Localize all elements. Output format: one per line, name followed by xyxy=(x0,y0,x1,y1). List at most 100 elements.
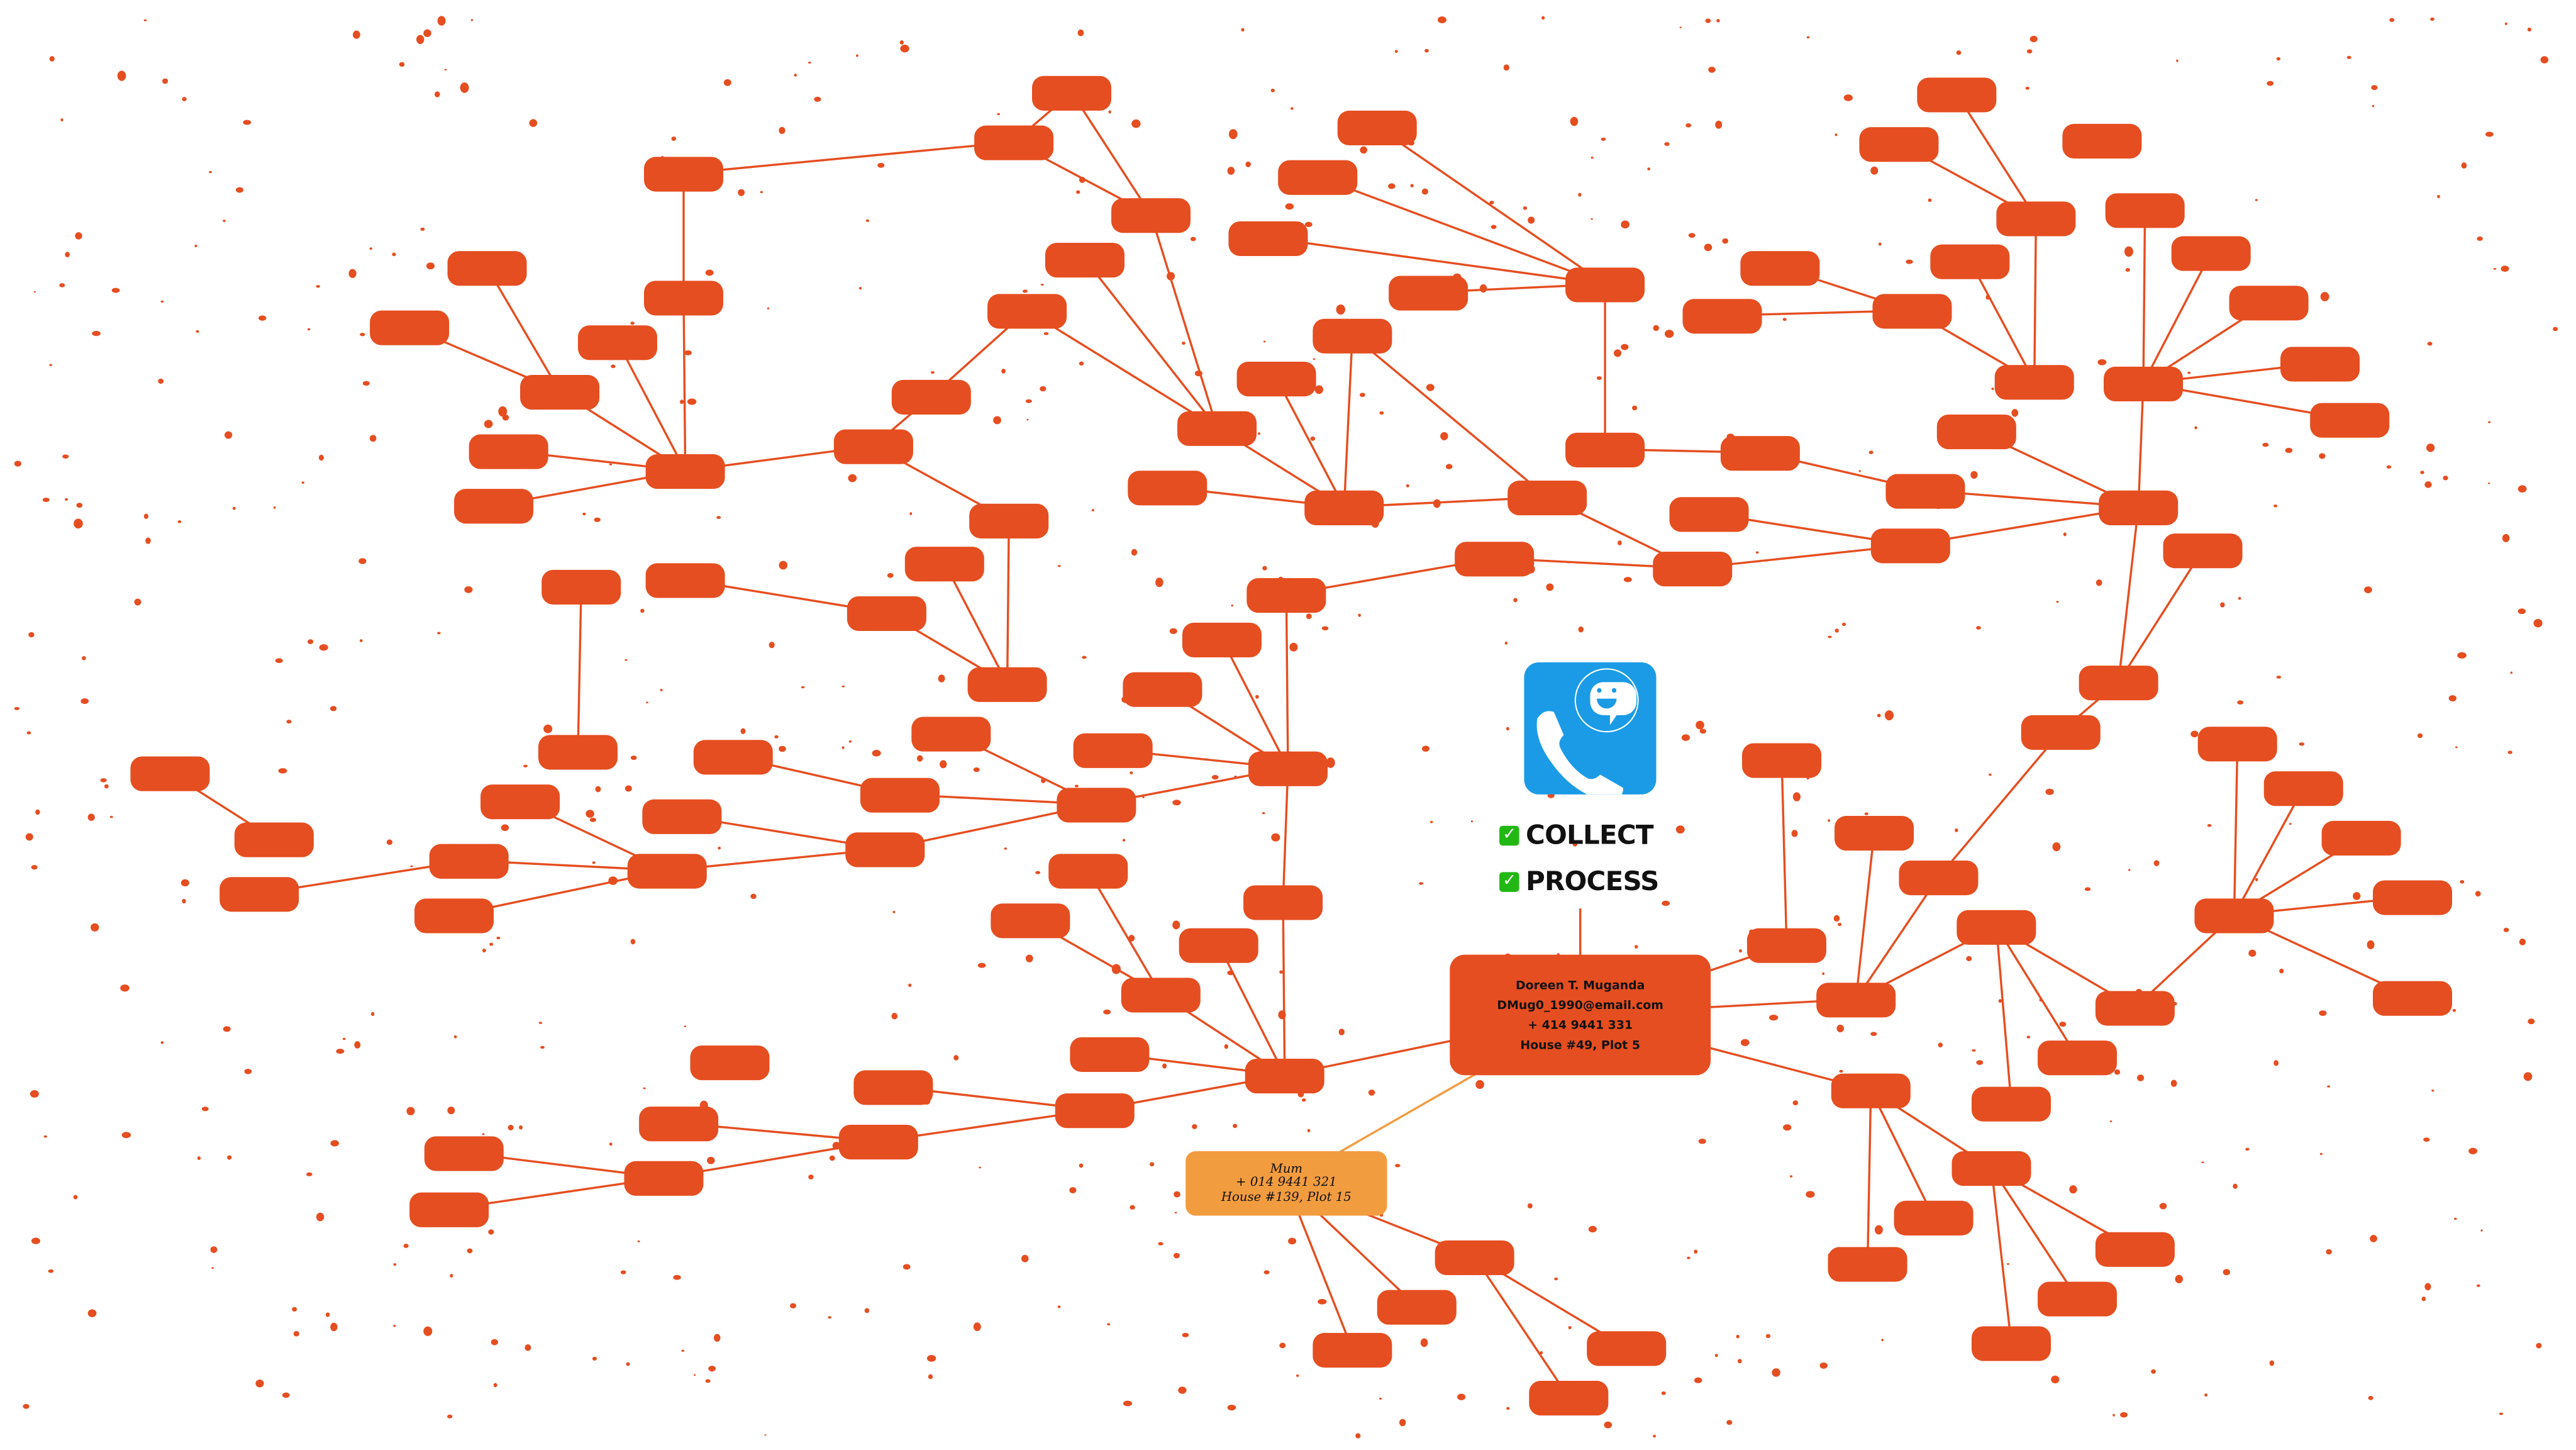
mind-map-node[interactable] xyxy=(2372,980,2453,1015)
mind-map-node[interactable] xyxy=(414,898,494,933)
mind-map-node[interactable] xyxy=(447,250,527,285)
mind-map-node[interactable] xyxy=(1236,360,1316,396)
mind-map-node[interactable] xyxy=(2372,879,2453,915)
mind-map-node[interactable] xyxy=(1389,275,1468,310)
mind-map-node[interactable] xyxy=(838,1124,918,1159)
mind-map-node[interactable] xyxy=(1682,298,1762,333)
mind-map-node[interactable] xyxy=(2163,532,2243,567)
mind-map-node[interactable] xyxy=(2197,725,2277,761)
mind-map-node[interactable] xyxy=(1936,413,2016,449)
mind-map-node[interactable] xyxy=(1177,410,1257,445)
mind-map-node[interactable] xyxy=(1669,496,1749,532)
mind-map-node[interactable] xyxy=(1111,197,1191,232)
mind-map-node[interactable] xyxy=(424,1135,504,1171)
mind-map-node[interactable] xyxy=(234,822,314,857)
mind-map-node[interactable] xyxy=(1182,622,1262,657)
mind-map-node[interactable] xyxy=(2263,770,2343,805)
mind-map-node[interactable] xyxy=(987,293,1067,328)
mind-map-node[interactable] xyxy=(1831,1073,1911,1108)
mind-map-node[interactable] xyxy=(847,595,926,630)
mind-map-node[interactable] xyxy=(1179,927,1258,962)
mind-map-node[interactable] xyxy=(1930,243,2010,279)
mind-map-node[interactable] xyxy=(690,1044,770,1079)
mind-map-node[interactable] xyxy=(1337,109,1417,145)
mind-map-node[interactable] xyxy=(643,280,724,315)
mind-map-node[interactable] xyxy=(1653,550,1733,586)
mind-map-node[interactable] xyxy=(1304,489,1384,525)
mind-map-node[interactable] xyxy=(1587,1330,1667,1366)
mind-map-node[interactable] xyxy=(645,562,725,598)
mind-map-node[interactable] xyxy=(1243,884,1323,920)
mind-map-node[interactable] xyxy=(2171,235,2251,270)
mind-map-node[interactable] xyxy=(219,876,299,912)
mind-map-node[interactable] xyxy=(1128,469,1208,505)
mind-map-node[interactable] xyxy=(1859,126,1939,161)
mind-map-node[interactable] xyxy=(1057,787,1136,822)
mind-map-node[interactable] xyxy=(1720,435,1800,470)
mind-map-node[interactable] xyxy=(1507,479,1587,515)
mind-map-node[interactable] xyxy=(1123,671,1202,706)
mind-map-node[interactable] xyxy=(974,125,1054,160)
mind-map-node[interactable] xyxy=(1073,732,1153,767)
mind-map-node[interactable] xyxy=(2321,820,2401,855)
mind-map-node[interactable] xyxy=(891,379,971,414)
mind-map-node[interactable] xyxy=(520,374,600,409)
mind-map-node[interactable] xyxy=(480,783,560,818)
mind-map-node[interactable] xyxy=(2099,489,2179,525)
mind-map-node[interactable] xyxy=(1529,1380,1609,1415)
mind-map-node[interactable] xyxy=(643,156,724,191)
mind-map-node[interactable] xyxy=(969,503,1049,538)
mind-map-node[interactable] xyxy=(2021,714,2101,749)
mind-map-node[interactable] xyxy=(860,777,940,812)
mind-map-node[interactable] xyxy=(409,1191,489,1227)
mind-map-node[interactable] xyxy=(2105,192,2185,228)
mind-map-node[interactable] xyxy=(1746,927,1826,962)
mind-map-node[interactable] xyxy=(1435,1239,1514,1274)
mind-map-node[interactable] xyxy=(2095,1231,2175,1266)
mind-map-node[interactable] xyxy=(577,324,657,360)
mind-map-node[interactable] xyxy=(1055,1092,1135,1127)
mind-map-node[interactable] xyxy=(454,488,534,523)
mind-map-node[interactable] xyxy=(1313,318,1392,353)
mind-map-node[interactable] xyxy=(1872,293,1952,328)
mind-map-node[interactable] xyxy=(2095,990,2175,1025)
mind-map-node[interactable] xyxy=(991,902,1070,938)
mind-map-node[interactable] xyxy=(2079,664,2158,700)
mind-map-node[interactable] xyxy=(1971,1086,2051,1121)
mind-map-node[interactable] xyxy=(469,433,548,469)
mind-map-node[interactable] xyxy=(1828,1246,1907,1281)
mind-map-node[interactable] xyxy=(833,428,913,464)
mind-map-node[interactable] xyxy=(1742,742,1822,778)
mind-map-node[interactable] xyxy=(541,569,621,604)
secondary-contact-card[interactable]: Mum + 014 9441 321 House #139, Plot 15 xyxy=(1185,1151,1387,1216)
mind-map-node[interactable] xyxy=(1971,1325,2051,1361)
mind-map-node[interactable] xyxy=(370,310,450,345)
mind-map-node[interactable] xyxy=(624,1160,704,1195)
mind-map-node[interactable] xyxy=(1048,853,1128,888)
mind-map-node[interactable] xyxy=(911,716,991,751)
mind-map-node[interactable] xyxy=(1455,540,1535,576)
mind-map-node[interactable] xyxy=(538,734,618,769)
mind-map-node[interactable] xyxy=(1816,981,1896,1017)
mind-map-node[interactable] xyxy=(853,1069,933,1105)
mind-map-node[interactable] xyxy=(904,545,984,581)
mind-map-node[interactable] xyxy=(429,843,509,878)
mind-map-node[interactable] xyxy=(1957,909,2036,944)
mind-map-node[interactable] xyxy=(1885,473,1965,508)
mind-map-node[interactable] xyxy=(1835,815,1914,850)
mind-map-node[interactable] xyxy=(2280,346,2360,381)
main-contact-card[interactable]: Doreen T. Muganda DMug0_1990@email.com +… xyxy=(1450,954,1711,1076)
mind-map-node[interactable] xyxy=(693,739,773,774)
mind-map-node[interactable] xyxy=(2194,898,2274,933)
mind-map-node[interactable] xyxy=(2062,123,2142,158)
mind-map-node[interactable] xyxy=(645,453,725,488)
mind-map-node[interactable] xyxy=(639,1105,719,1140)
mind-map-node[interactable] xyxy=(1565,432,1645,467)
mind-map-node[interactable] xyxy=(1045,242,1125,277)
mind-map-node[interactable] xyxy=(130,756,210,791)
mind-map-node[interactable] xyxy=(1740,250,1820,285)
mind-map-node[interactable] xyxy=(1032,75,1112,110)
mind-map-node[interactable] xyxy=(642,798,722,834)
mind-map-node[interactable] xyxy=(1313,1332,1392,1367)
mind-map-node[interactable] xyxy=(1228,220,1308,255)
